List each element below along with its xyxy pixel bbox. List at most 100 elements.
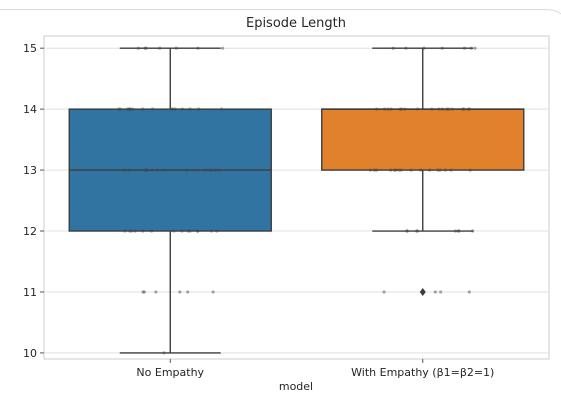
strip-point-1-12-4 (453, 229, 458, 233)
strip-point-1-11-3 (439, 290, 443, 294)
y-tick-label-15: 15 (23, 42, 37, 55)
strip-point-1-15-3 (404, 46, 408, 50)
strip-point-1-14-12 (437, 107, 441, 111)
strip-point-0-15-2 (196, 46, 200, 50)
strip-point-0-11-3 (178, 290, 182, 294)
strip-point-0-14-12 (118, 107, 122, 111)
strip-point-0-13-0 (127, 168, 131, 172)
strip-point-0-13-13 (185, 168, 189, 172)
chart-title: Episode Length (246, 16, 346, 31)
strip-point-1-13-14 (389, 168, 393, 172)
strip-point-1-15-4 (440, 46, 444, 50)
strip-point-0-14-13 (131, 107, 135, 111)
strip-point-0-13-3 (213, 168, 217, 172)
x-tick-label-0: No Empathy (136, 366, 204, 379)
strip-point-1-13-5 (436, 168, 440, 172)
strip-point-0-14-3 (125, 107, 129, 111)
strip-point-0-13-10 (122, 168, 126, 172)
strip-point-0-14-9 (171, 107, 175, 111)
strip-point-0-15-6 (221, 46, 225, 50)
strip-points (117, 46, 477, 355)
strip-point-1-14-16 (400, 107, 404, 111)
y-tick-label-13: 13 (23, 164, 37, 177)
strip-point-0-14-6 (188, 107, 192, 111)
strip-point-1-13-0 (375, 168, 379, 172)
strip-point-1-14-9 (467, 107, 471, 111)
strip-point-0-11-0 (186, 290, 190, 294)
strip-point-0-12-13 (133, 229, 137, 233)
strip-point-1-14-5 (467, 107, 471, 111)
strip-point-0-13-16 (144, 168, 149, 172)
strip-point-1-13-1 (468, 168, 472, 172)
strip-point-0-12-12 (188, 229, 192, 233)
strip-point-0-14-7 (117, 107, 121, 111)
strip-point-0-15-5 (158, 46, 162, 50)
strip-point-0-13-6 (155, 168, 159, 172)
strip-point-1-12-3 (456, 229, 461, 233)
x-axis-label: model (279, 380, 313, 393)
strip-point-0-13-2 (150, 168, 155, 172)
strip-point-0-14-2 (173, 107, 177, 111)
strip-point-1-13-2 (428, 168, 432, 172)
strip-point-1-13-8 (438, 168, 442, 172)
strip-point-1-15-1 (469, 46, 473, 50)
box-group-0 (68, 47, 272, 354)
strip-point-1-14-0 (398, 107, 402, 111)
strip-point-0-12-1 (196, 229, 200, 233)
x-axis-ticks: No Empathy With Empathy (β1=β2=1) (136, 359, 494, 379)
strip-point-0-12-7 (129, 229, 134, 233)
strip-point-1-14-7 (403, 107, 407, 111)
strip-point-1-14-10 (440, 107, 444, 111)
strip-point-1-13-9 (399, 168, 403, 172)
strip-point-1-14-3 (386, 107, 390, 111)
strip-point-0-13-4 (145, 168, 149, 172)
strip-point-1-13-3 (368, 168, 372, 172)
strip-point-0-15-0 (174, 46, 178, 50)
strip-point-0-13-15 (192, 168, 196, 172)
strip-point-1-14-6 (430, 107, 434, 111)
strip-point-1-13-11 (372, 168, 376, 172)
x-tick-label-1: With Empathy (β1=β2=1) (351, 366, 494, 379)
strip-point-0-12-11 (215, 229, 219, 233)
strip-point-1-14-1 (416, 107, 420, 111)
strip-point-1-14-14 (461, 107, 465, 111)
strip-point-0-11-5 (141, 290, 145, 294)
strip-point-1-14-8 (462, 107, 466, 111)
strip-point-0-12-5 (172, 229, 176, 233)
strip-point-1-15-6 (462, 46, 467, 50)
strip-point-0-15-4 (136, 46, 140, 50)
strip-point-0-12-3 (196, 229, 200, 233)
strip-point-0-11-4 (154, 290, 158, 294)
strip-point-1-11-1 (467, 290, 471, 294)
box-group-1 (321, 47, 525, 296)
strip-point-0-12-0 (209, 229, 213, 233)
y-tick-label-14: 14 (23, 103, 37, 116)
strip-point-0-12-10 (180, 229, 184, 233)
strip-point-0-14-10 (169, 107, 174, 111)
window-top-edge (0, 0, 561, 15)
strip-point-0-13-17 (196, 168, 200, 172)
strip-point-1-14-17 (447, 107, 451, 111)
strip-point-0-14-1 (197, 107, 201, 111)
strip-point-0-13-11 (217, 168, 221, 172)
strip-point-1-12-0 (457, 229, 461, 233)
strip-point-0-13-1 (143, 168, 147, 172)
strip-point-0-15-3 (143, 46, 147, 50)
strip-point-0-11-2 (211, 290, 215, 294)
strip-point-1-13-10 (392, 168, 397, 172)
strip-point-1-12-2 (405, 229, 409, 233)
strip-point-1-14-15 (383, 107, 387, 111)
y-tick-label-12: 12 (23, 225, 37, 238)
strip-point-1-13-12 (419, 168, 423, 172)
strip-point-1-15-0 (422, 46, 426, 50)
strip-point-0-14-8 (128, 107, 132, 111)
strip-point-1-13-6 (397, 168, 401, 172)
strip-point-0-12-2 (128, 229, 132, 233)
strip-point-0-12-4 (149, 229, 154, 233)
strip-point-1-13-15 (394, 168, 398, 172)
strip-point-0-12-8 (186, 229, 190, 233)
strip-point-0-14-5 (127, 107, 131, 111)
strip-point-1-14-2 (450, 107, 454, 111)
